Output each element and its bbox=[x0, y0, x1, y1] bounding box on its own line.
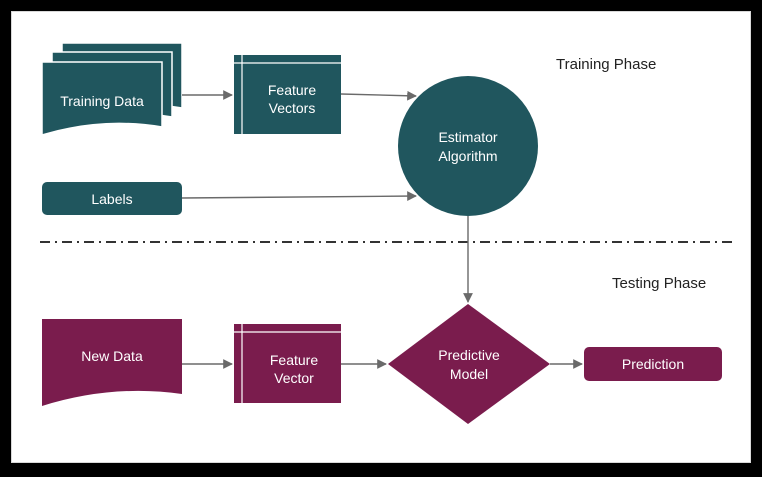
feature-vectors-node: Feature Vectors bbox=[234, 55, 341, 134]
predictive-model-label-line2: Model bbox=[450, 366, 488, 382]
labels-node: Labels bbox=[42, 182, 182, 215]
arrow-feature-vectors-to-estimator bbox=[340, 90, 417, 101]
prediction-node: Prediction bbox=[584, 347, 722, 381]
flow-diagram: Training Phase Testing Phase Training Da… bbox=[40, 42, 734, 424]
estimator-label-line2: Algorithm bbox=[438, 148, 497, 164]
training-data-label: Training Data bbox=[60, 93, 144, 109]
prediction-label: Prediction bbox=[622, 356, 684, 372]
feature-vector-label-line2: Vector bbox=[274, 370, 314, 386]
feature-vector-label-line1: Feature bbox=[270, 352, 318, 368]
new-data-label: New Data bbox=[81, 348, 143, 364]
arrow-labels-to-estimator bbox=[181, 191, 417, 201]
feature-vectors-label-line1: Feature bbox=[268, 82, 316, 98]
feature-vector-node: Feature Vector bbox=[234, 324, 341, 403]
training-phase-label: Training Phase bbox=[556, 56, 656, 73]
predictive-model-label-line1: Predictive bbox=[438, 347, 500, 363]
new-data-node: New Data bbox=[42, 319, 182, 406]
labels-label: Labels bbox=[91, 191, 132, 207]
training-data-node: Training Data bbox=[41, 42, 183, 137]
predictive-model-node: Predictive Model bbox=[388, 304, 550, 424]
estimator-label-line1: Estimator bbox=[438, 129, 497, 145]
diagram-frame: Training Phase Testing Phase Training Da… bbox=[11, 11, 751, 463]
feature-vectors-label-line2: Vectors bbox=[269, 100, 316, 116]
estimator-algorithm-node: Estimator Algorithm bbox=[398, 76, 538, 216]
testing-phase-label: Testing Phase bbox=[612, 275, 706, 292]
